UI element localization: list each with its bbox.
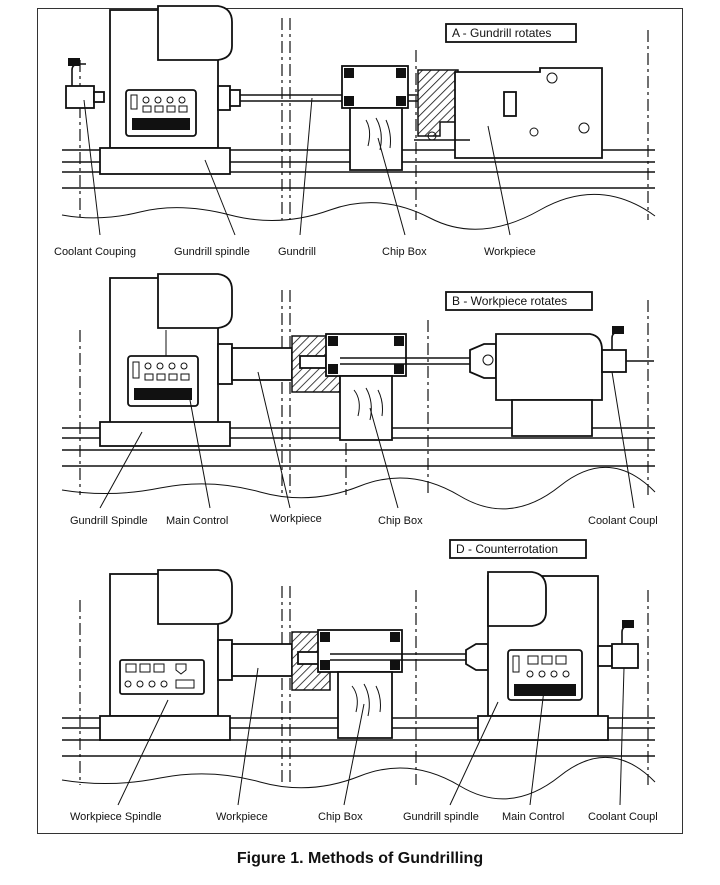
label-workpiece-d: Workpiece xyxy=(216,811,268,823)
label-coolant-coupl-d: Coolant Coupl xyxy=(588,811,658,823)
label-coolant-coupl-b: Coolant Coupl xyxy=(588,515,658,527)
label-chip-box-d: Chip Box xyxy=(318,811,363,823)
coolant-coupling-a xyxy=(65,58,105,109)
coolant-coupling-b xyxy=(601,326,654,373)
panel-b-title: B - Workpiece rotates xyxy=(452,294,567,308)
chip-box-b xyxy=(325,333,407,441)
label-gundrill-spindle-b: Gundrill Spindle xyxy=(70,515,148,527)
label-chip-box-b: Chip Box xyxy=(378,515,423,527)
label-main-control-b: Main Control xyxy=(166,515,228,527)
coolant-coupling-d xyxy=(597,620,639,669)
figure-caption: Figure 1. Methods of Gundrilling xyxy=(236,850,484,867)
chip-box-a xyxy=(341,65,409,171)
panel-a: A - Gundrill rotates Coolant Couping Gun… xyxy=(54,5,656,258)
panel-b-title-box xyxy=(445,291,593,311)
label-gundrill-spindle-d: Gundrill spindle xyxy=(403,811,479,823)
panel-a-title-box xyxy=(445,23,577,43)
label-gundrill-spindle-a: Gundrill spindle xyxy=(174,246,250,258)
label-gundrill: Gundrill xyxy=(278,246,316,258)
panel-d-title-box xyxy=(449,539,587,559)
workpiece-spindle-control xyxy=(119,659,205,695)
label-workpiece-spindle: Workpiece Spindle xyxy=(70,811,162,823)
main-control-panel-d xyxy=(507,649,583,701)
main-control-panel-b xyxy=(127,355,199,407)
panel-d: D - Counterrotation Workpiece Spindle Wo… xyxy=(61,539,658,823)
figure-frame xyxy=(37,8,683,834)
panel-a-title: A - Gundrill rotates xyxy=(452,26,551,40)
label-main-control-d: Main Control xyxy=(502,811,564,823)
chip-box-d xyxy=(317,629,403,739)
label-coolant-couping: Coolant Couping xyxy=(54,246,136,258)
label-chip-box-a: Chip Box xyxy=(382,246,427,258)
label-workpiece-a: Workpiece xyxy=(484,246,536,258)
label-workpiece-b: Workpiece xyxy=(270,513,322,525)
panel-d-title: D - Counterrotation xyxy=(456,542,558,556)
workpiece-a xyxy=(414,67,603,159)
main-control-panel-a xyxy=(125,89,197,137)
panel-b: B - Workpiece rotates Gundrill Spindle M… xyxy=(61,273,658,527)
